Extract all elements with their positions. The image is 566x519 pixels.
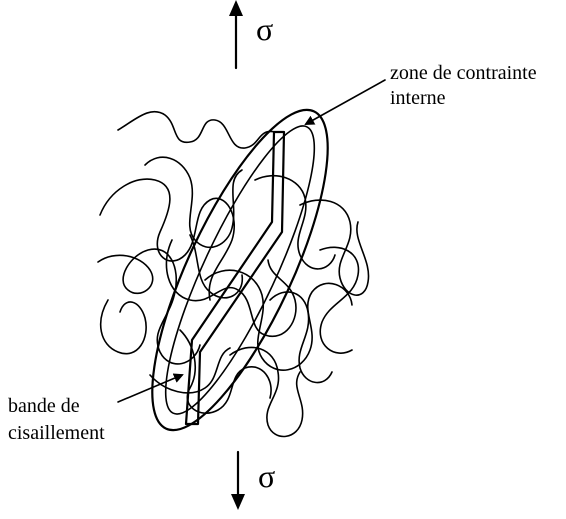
polymer-chain — [101, 300, 146, 354]
polymer-chain — [230, 347, 303, 436]
shear-band-label-line2: cisaillement — [8, 420, 105, 446]
polymer-chain — [118, 112, 275, 148]
stress-label-bottom: σ — [258, 459, 275, 493]
shear-band-pointer — [118, 375, 182, 402]
polymer-chain — [270, 292, 332, 383]
stress-arrow-top — [229, 0, 243, 68]
internal-stress-zone-label-line1: zone de contrainte — [390, 60, 537, 86]
internal-stress-zone-label-line2: interne — [390, 85, 446, 111]
polymer-chain — [205, 270, 352, 370]
internal-stress-zone-pointer — [306, 80, 385, 124]
stress-label-top: σ — [256, 12, 273, 46]
polymer-chain — [320, 247, 358, 353]
shear-band-label-line1: bande de — [8, 393, 80, 419]
stress-arrow-bottom — [231, 452, 245, 510]
